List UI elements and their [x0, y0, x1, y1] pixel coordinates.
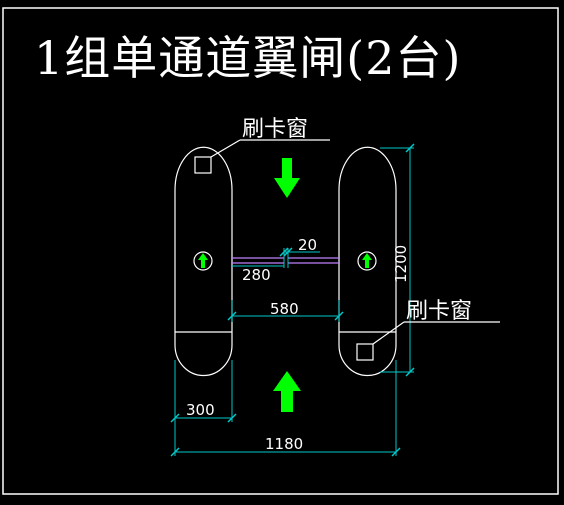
dimension-lines [174, 147, 414, 456]
dim-label-280: 280 [242, 266, 271, 284]
drawing-frame [2, 7, 559, 495]
wing-panels [232, 257, 339, 264]
page-title: 1组单通道翼闸(2台) [34, 31, 462, 85]
dimension-ticks [170, 143, 415, 457]
indicator-right [357, 251, 377, 271]
dim-label-1200: 1200 [392, 245, 410, 283]
card-window-label-bottom: 刷卡窗 [406, 299, 472, 324]
card-window-left [194, 156, 212, 174]
arrow-up-icon [273, 371, 301, 412]
card-window-label-top: 刷卡窗 [242, 117, 308, 142]
indicator-left [193, 251, 213, 271]
dim-label-20: 20 [298, 236, 317, 254]
dim-label-580: 580 [270, 300, 299, 318]
arrow-down-icon [274, 158, 300, 198]
dim-label-1180: 1180 [265, 435, 303, 453]
label-leaders [210, 139, 500, 345]
card-window-right [356, 343, 374, 361]
dim-label-300: 300 [186, 401, 215, 419]
